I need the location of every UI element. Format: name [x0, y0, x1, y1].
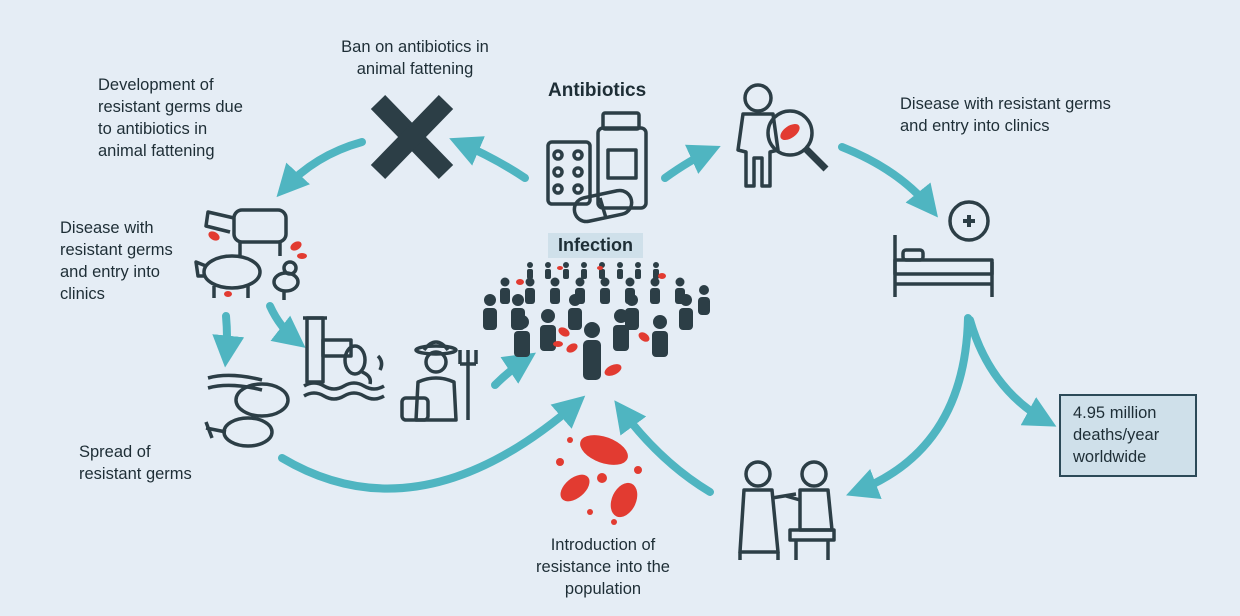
arrow-bed-to-deaths	[966, 316, 1057, 427]
hospital-bed-icon	[893, 200, 994, 297]
person-magnifier-germ-icon	[736, 83, 829, 188]
arrow-antibiotics-to-ban	[449, 136, 529, 182]
label-disease-animals: Disease with resistant germs and entry i…	[60, 219, 173, 303]
doctor-patient-icon	[738, 460, 836, 560]
pills-bottle-icon	[546, 111, 648, 224]
pipe-wastewater-icon	[303, 316, 385, 401]
infection-title: Infection	[548, 233, 643, 258]
arrow-livestock-to-meat	[212, 312, 245, 368]
arrow-spread-to-infection	[278, 395, 586, 493]
bacteria-icon	[556, 435, 642, 525]
livestock-icon	[194, 208, 307, 300]
label-development: Development of resistant germs due to an…	[98, 76, 243, 160]
antibiotics-title: Antibiotics	[548, 80, 647, 101]
crowd-infection-icon	[483, 262, 710, 380]
arrow-patient-to-bed	[838, 143, 938, 218]
farmer-icon	[400, 340, 478, 422]
arrow-bed-to-doctor	[846, 314, 972, 499]
arrow-farmer-to-crowd	[491, 352, 536, 389]
deaths-box: 4.95 million deaths/year worldwide	[1059, 394, 1197, 477]
arrow-to-livestock	[276, 138, 366, 198]
arrow-doctor-to-infection	[614, 400, 714, 496]
label-ban: Ban on antibiotics in animal fattening	[341, 38, 489, 78]
arrow-livestock-to-pipe	[266, 302, 306, 348]
meat-icon	[204, 373, 290, 448]
label-spread: Spread of resistant germs	[79, 443, 192, 483]
label-introduction: Introduction of resistance into the popu…	[536, 536, 670, 598]
crowd-germs	[516, 266, 666, 376]
ban-x-icon	[370, 95, 454, 179]
arrow-antibiotics-to-patient	[661, 144, 721, 182]
label-disease-clinics: Disease with resistant germs and entry i…	[900, 95, 1111, 135]
